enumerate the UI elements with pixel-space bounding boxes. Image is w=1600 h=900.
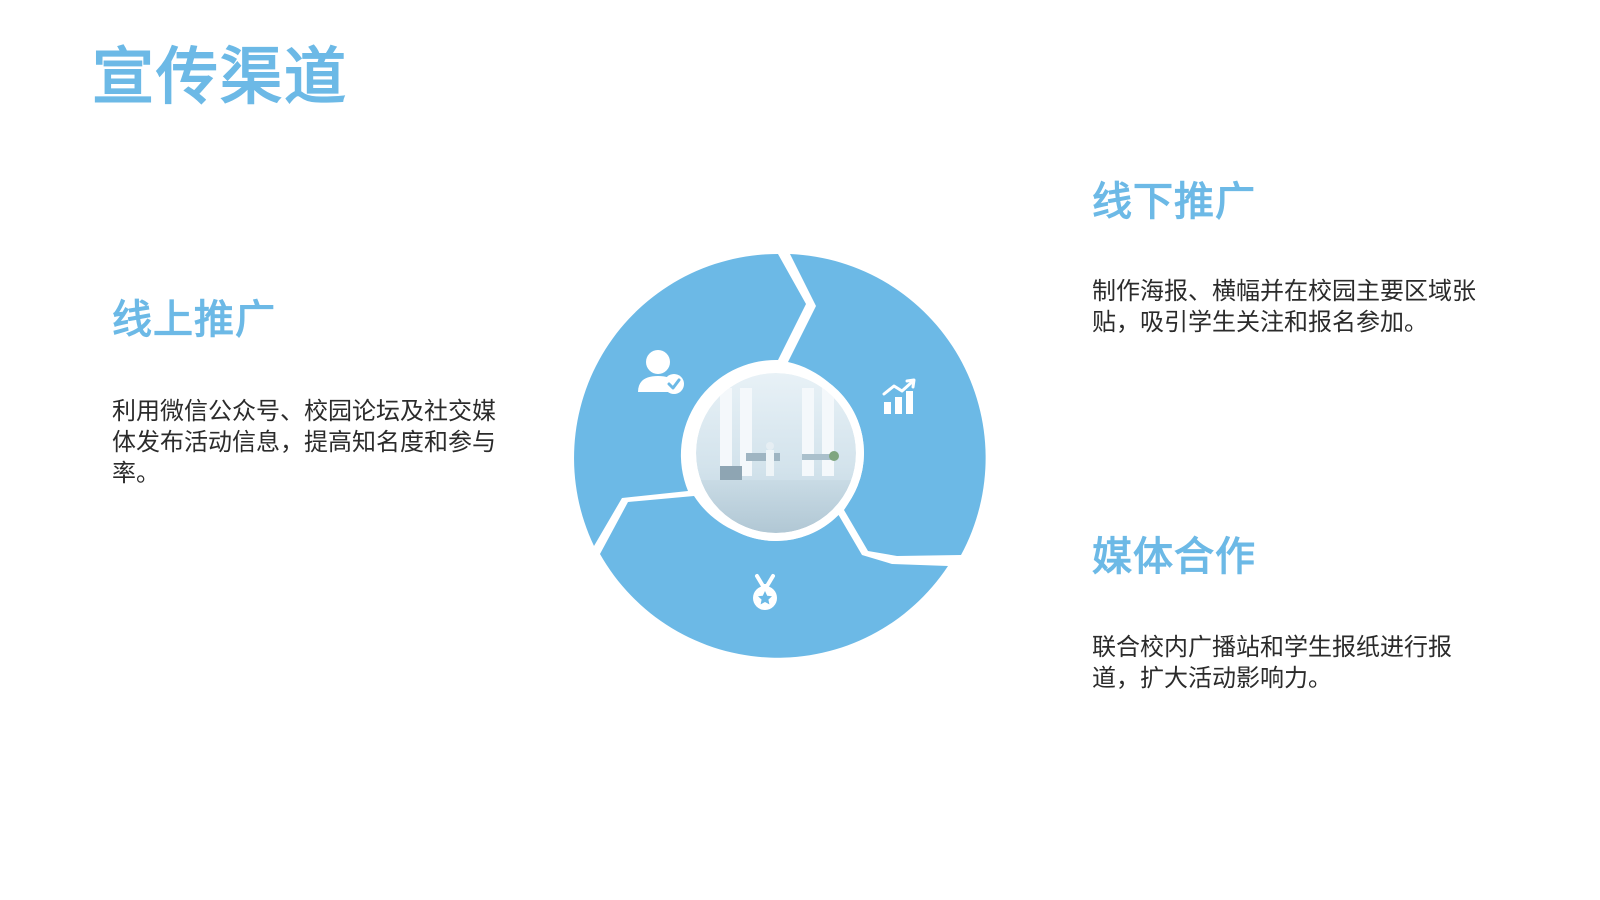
- center-photo: [688, 365, 864, 541]
- channel-description-offline: 制作海报、横幅并在校园主要区域张贴，吸引学生关注和报名参加。: [1092, 277, 1476, 336]
- channel-description-media: 联合校内广播站和学生报纸进行报道，扩大活动影响力。: [1092, 633, 1452, 692]
- segment-online: [574, 254, 806, 546]
- user-check-icon: [638, 350, 684, 394]
- channel-heading-media: 媒体合作: [1092, 534, 1256, 580]
- growth-chart-icon: [882, 378, 916, 414]
- page-title: 宣传渠道: [92, 40, 349, 113]
- channel-heading-online: 线上推广: [112, 297, 276, 343]
- cycle-diagram: [574, 254, 986, 658]
- channel-heading-offline: 线下推广: [1092, 179, 1256, 225]
- medal-icon: [753, 574, 777, 610]
- channel-description-online: 利用微信公众号、校园论坛及社交媒体发布活动信息，提高知名度和参与率。: [112, 397, 496, 487]
